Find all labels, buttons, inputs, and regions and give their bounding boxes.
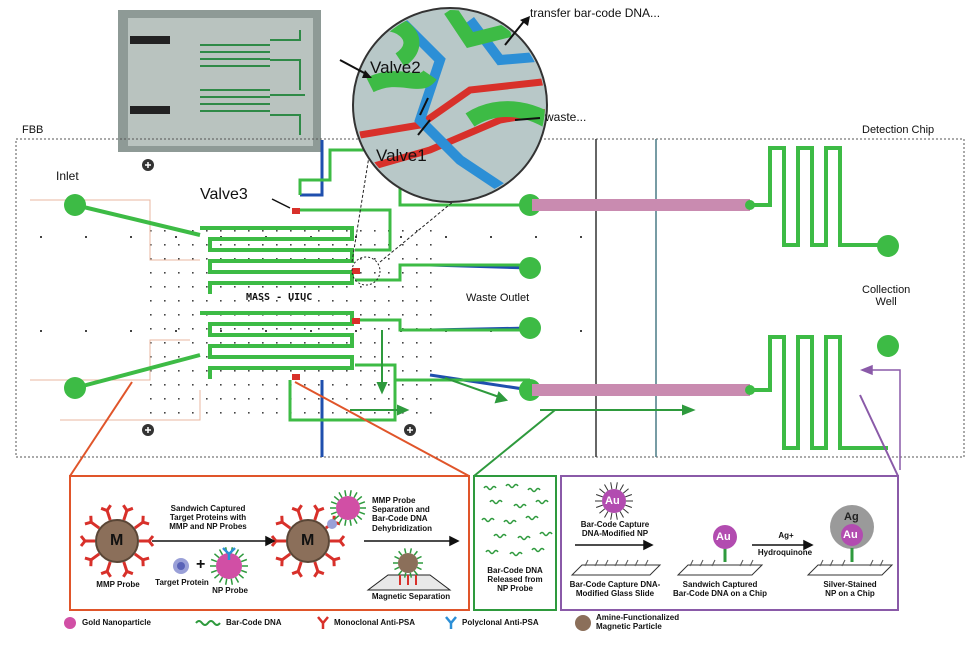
mmp-m-label-2: M — [301, 532, 314, 550]
collection-well-top — [877, 235, 899, 257]
capture-np-label: Bar-Code Capture DNA-Modified NP — [574, 520, 656, 538]
plus-label: + — [196, 556, 205, 574]
legend-label-4: Amine-Functionalized Magnetic Particle — [596, 613, 679, 631]
chip-text: MASS - UIUC — [246, 292, 312, 303]
silver-np-label: Silver-Stained NP on a Chip — [810, 580, 890, 598]
transfer-channels — [532, 199, 755, 396]
flow-arrows — [350, 330, 693, 414]
gold-nanoparticle-icon — [64, 617, 76, 629]
valve3-label: Valve3 — [200, 186, 248, 204]
step1-label: Sandwich Captured Target Proteins with M… — [158, 504, 258, 532]
inlet-port-top — [64, 194, 86, 216]
barcode-dna-icon — [196, 621, 220, 625]
legend-label-2: Monoclonal Anti-PSA — [334, 618, 415, 627]
mmp-probe-label: MMP Probe — [90, 580, 146, 589]
transfer-label: transfer bar-code DNA... — [530, 6, 660, 20]
np-probe-label: NP Probe — [208, 586, 252, 595]
au-label-2: Au — [716, 531, 731, 543]
inlet-label: Inlet — [56, 169, 79, 183]
step2-label: MMP Probe Separation and Bar-Code DNA De… — [372, 496, 456, 533]
magnetic-particle-icon — [575, 615, 591, 631]
polyclonal-antibody-icon — [446, 617, 456, 629]
background-traces — [30, 200, 200, 420]
au-label-1: Au — [605, 495, 620, 507]
released-label: Bar-Code DNA Released from NP Probe — [480, 566, 550, 594]
valve2-label: Valve2 — [370, 58, 421, 78]
fbb-label: FBB — [22, 124, 43, 136]
valve1-label: Valve1 — [376, 146, 427, 166]
serpentine-mixers — [200, 228, 352, 379]
chip-photo — [118, 10, 321, 152]
monoclonal-antibody-icon — [318, 617, 328, 629]
waste-outlet-label: Waste Outlet — [466, 292, 529, 304]
target-protein-graphic — [173, 558, 189, 574]
target-protein-label: Target Protein — [150, 578, 214, 587]
legend-label-3: Polyclonal Anti-PSA — [462, 618, 539, 627]
ag-plus-label: Ag+ — [768, 531, 804, 540]
mmp-m-label: M — [110, 532, 123, 550]
purple-connector — [860, 395, 898, 476]
inlet-port-bottom — [64, 377, 86, 399]
magnetic-separation-label: Magnetic Separation — [366, 592, 456, 601]
waste-label: waste... — [545, 110, 586, 124]
collection-well-bottom — [877, 335, 899, 357]
ag-label: Ag — [844, 511, 859, 523]
purple-arrow — [862, 366, 900, 470]
legend-label-1: Bar-Code DNA — [226, 618, 282, 627]
valve-zoom-inset — [340, 8, 560, 262]
valve3-pointer — [272, 199, 290, 208]
detection-chip-label: Detection Chip — [862, 124, 934, 136]
inlet-channels — [64, 194, 200, 399]
collection-well-label: Collection Well — [862, 284, 910, 308]
au-label-3: Au — [843, 529, 858, 541]
legend-label-0: Gold Nanoparticle — [82, 618, 151, 627]
sandwich-chip-label: Sandwich Captured Bar-Code DNA on a Chip — [668, 580, 772, 598]
hydroquinone-label: Hydroquinone — [752, 548, 818, 557]
green-connector — [474, 410, 555, 476]
capture-slide-label: Bar-Code Capture DNA- Modified Glass Sli… — [566, 580, 664, 598]
